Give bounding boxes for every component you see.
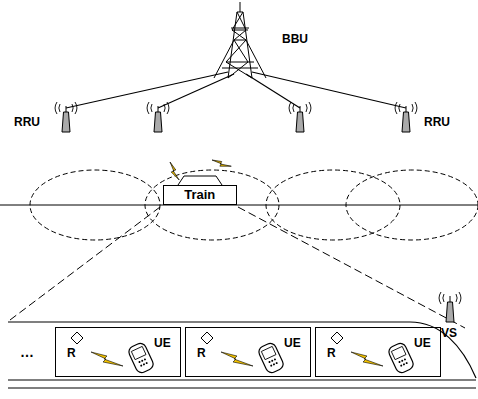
carriage-box: R UE	[315, 327, 441, 377]
vs-label: VS	[441, 327, 457, 339]
rru-label: RRU	[424, 116, 450, 128]
rru-label: RRU	[14, 116, 40, 128]
ellipsis-label: …	[20, 345, 34, 359]
carriage-box: R UE	[55, 327, 181, 377]
relay-label: R	[67, 347, 76, 359]
train-label: Train	[184, 188, 215, 201]
relay-label: R	[327, 347, 336, 359]
bbu-label: BBU	[282, 33, 308, 45]
train-box: Train	[163, 185, 237, 205]
ue-label: UE	[154, 337, 171, 349]
carriage-box: R UE	[185, 327, 311, 377]
ue-label: UE	[414, 337, 431, 349]
ue-label: UE	[284, 337, 301, 349]
relay-label: R	[197, 347, 206, 359]
